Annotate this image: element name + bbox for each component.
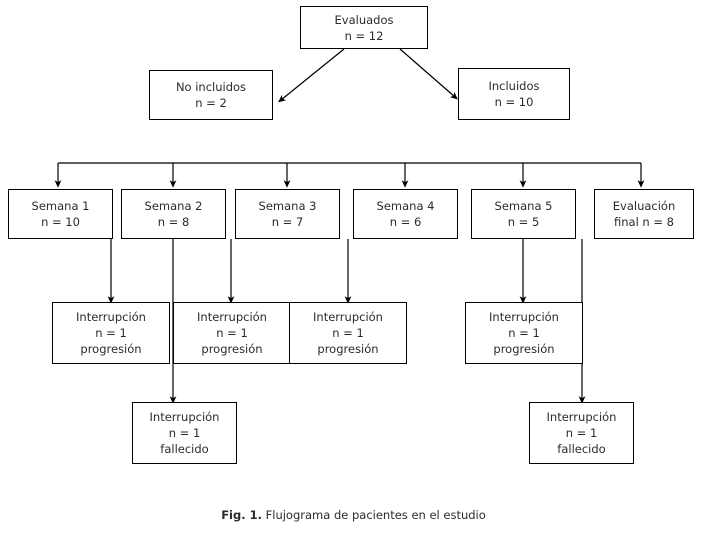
figure-caption-label: Fig. 1. <box>221 508 262 522</box>
node-semana-4[interactable]: Semana 4 n = 6 <box>353 189 458 239</box>
node-evaluados-line-2: n = 12 <box>344 28 384 43</box>
node-interrupcion-2-line-2: n = 1 <box>216 326 248 340</box>
node-semana-1-line-2: n = 10 <box>41 215 80 229</box>
node-interrupcion-1-line-1: Interrupción <box>76 310 146 324</box>
node-semana-5-line-1: Semana 5 <box>494 199 553 213</box>
node-evaluacion-final-line-1: Evaluación <box>612 199 676 213</box>
edge-evaluados-to-incluidos <box>399 48 458 100</box>
node-incluidos[interactable]: Incluidos n = 10 <box>458 68 570 120</box>
node-no-incluidos-line-2: n = 2 <box>195 96 227 110</box>
node-fallecido-1-line-2: n = 1 <box>168 426 201 440</box>
node-interrupcion-4-line-2: n = 1 <box>508 326 540 340</box>
node-fallecido-1-line-3: fallecido <box>160 442 209 456</box>
node-semana-4-line-1: Semana 4 <box>376 199 435 213</box>
node-semana-2[interactable]: Semana 2 n = 8 <box>121 189 226 239</box>
node-evaluacion-final-line-2: final n = 8 <box>614 215 674 229</box>
node-no-incluidos-line-1: No incluidos <box>175 80 247 94</box>
node-incluidos-line-1: Incluidos <box>488 79 540 93</box>
node-interrupcion-1-line-2: n = 1 <box>95 326 127 340</box>
node-incluidos-line-2: n = 10 <box>494 95 534 109</box>
node-interrupcion-2[interactable]: Interrupción n = 1 progresión <box>173 302 291 364</box>
node-interrupcion-3-line-3: progresión <box>317 342 379 356</box>
node-no-incluidos[interactable]: No incluidos n = 2 <box>149 70 273 120</box>
figure-caption-text: Flujograma de pacientes en el estudio <box>261 508 486 522</box>
node-semana-1-line-1: Semana 1 <box>31 199 90 213</box>
node-semana-5[interactable]: Semana 5 n = 5 <box>471 189 576 239</box>
node-evaluacion-final[interactable]: Evaluación final n = 8 <box>594 189 694 239</box>
node-semana-3[interactable]: Semana 3 n = 7 <box>235 189 340 239</box>
node-interrupcion-4-line-3: progresión <box>493 342 555 356</box>
node-interrupcion-1-line-3: progresión <box>80 342 142 356</box>
node-fallecido-1[interactable]: Interrupción n = 1 fallecido <box>132 402 237 464</box>
node-semana-1[interactable]: Semana 1 n = 10 <box>8 189 113 239</box>
edge-evaluados-to-no-incluidos <box>278 48 345 103</box>
node-fallecido-2[interactable]: Interrupción n = 1 fallecido <box>529 402 634 464</box>
node-semana-5-line-2: n = 5 <box>507 215 540 229</box>
node-interrupcion-4-line-1: Interrupción <box>489 310 559 324</box>
node-interrupcion-3-line-2: n = 1 <box>332 326 364 340</box>
node-evaluados-line-1: Evaluados <box>334 12 394 27</box>
node-semana-4-line-2: n = 6 <box>389 215 422 229</box>
node-evaluados[interactable]: Evaluados n = 12 <box>300 6 428 49</box>
node-interrupcion-3-line-1: Interrupción <box>313 310 383 324</box>
node-semana-2-line-2: n = 8 <box>157 215 190 229</box>
node-fallecido-2-line-1: Interrupción <box>546 410 617 424</box>
node-interrupcion-2-line-3: progresión <box>201 342 263 356</box>
node-semana-3-line-2: n = 7 <box>271 215 304 229</box>
node-interrupcion-4[interactable]: Interrupción n = 1 progresión <box>465 302 583 364</box>
node-semana-3-line-1: Semana 3 <box>258 199 317 213</box>
node-fallecido-2-line-2: n = 1 <box>565 426 598 440</box>
node-fallecido-1-line-1: Interrupción <box>149 410 220 424</box>
node-interrupcion-2-line-1: Interrupción <box>197 310 267 324</box>
node-semana-2-line-1: Semana 2 <box>144 199 203 213</box>
node-interrupcion-3[interactable]: Interrupción n = 1 progresión <box>289 302 407 364</box>
node-fallecido-2-line-3: fallecido <box>557 442 606 456</box>
node-interrupcion-1[interactable]: Interrupción n = 1 progresión <box>52 302 170 364</box>
figure-caption: Fig. 1. Flujograma de pacientes en el es… <box>0 508 707 522</box>
